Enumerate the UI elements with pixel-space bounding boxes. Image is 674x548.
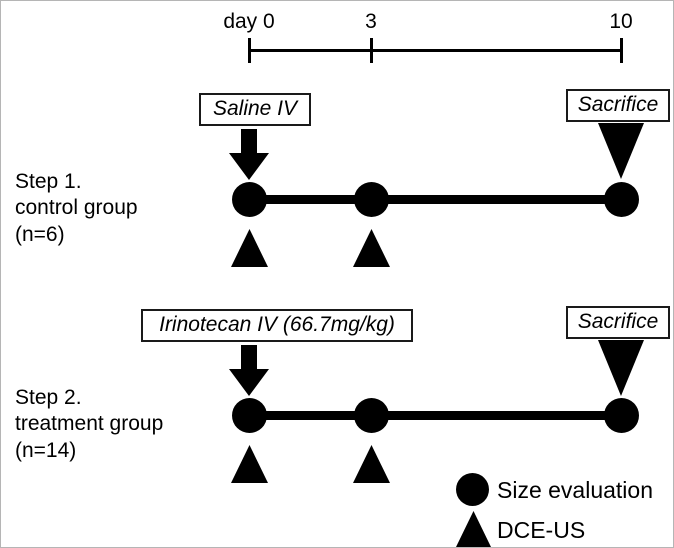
marker-size-evaluation-step2-day3: [354, 398, 389, 433]
timeline-line-step2: [249, 411, 621, 420]
legend-circle-icon: [456, 473, 489, 506]
axis-tick-label-day0: day 0: [223, 10, 275, 33]
marker-dce-us-step1-day0: [231, 229, 268, 267]
marker-size-evaluation-step1-day0: [232, 182, 267, 217]
marker-size-evaluation-step2-day10: [604, 398, 639, 433]
legend-triangle-icon: [456, 511, 491, 547]
group-label-step1-line3: (n=6): [15, 222, 65, 246]
callout-sacrifice-step2: Sacrifice: [566, 306, 670, 340]
marker-dce-us-step1-day3: [353, 229, 390, 267]
callout-sacrifice-step1: Sacrifice: [566, 89, 670, 123]
axis-tick-10: [620, 38, 623, 63]
axis-tick-3: [370, 38, 373, 63]
marker-size-evaluation-step1-day3: [354, 182, 389, 217]
arrow-down-irinotecan-iv: [228, 345, 270, 397]
group-label-step1-line2: control group: [15, 196, 138, 220]
axis-tick-day0: [248, 38, 251, 63]
triangle-down-sacrifice-step2: [598, 340, 644, 396]
triangle-down-sacrifice-step1: [598, 123, 644, 179]
marker-dce-us-step2-day0: [231, 445, 268, 483]
marker-size-evaluation-step1-day10: [604, 182, 639, 217]
group-label-step2-line3: (n=14): [15, 438, 77, 462]
callout-irinotecan-iv: Irinotecan IV (66.7mg/kg): [141, 309, 413, 343]
legend: Size evaluation DCE-US: [456, 469, 671, 547]
axis-line: [249, 49, 621, 52]
marker-dce-us-step2-day3: [353, 445, 390, 483]
legend-label-size-evaluation: Size evaluation: [497, 477, 653, 503]
group-label-step2: Step 2. treatment group (n=14): [15, 385, 163, 464]
group-label-step2-line1: Step 2.: [15, 386, 82, 409]
timeline-axis: day 0 3 10: [1, 1, 673, 71]
legend-label-dce-us: DCE-US: [497, 517, 586, 543]
group-label-step2-line2: treatment group: [15, 412, 164, 436]
marker-size-evaluation-step2-day0: [232, 398, 267, 433]
axis-tick-label-10: 10: [609, 10, 633, 33]
group-label-step1-line1: Step 1.: [15, 170, 82, 193]
timeline-line-step1: [249, 195, 621, 204]
axis-tick-label-3: 3: [365, 10, 377, 33]
arrow-down-saline-iv: [228, 129, 270, 181]
group-label-step1: Step 1. control group (n=6): [15, 169, 138, 248]
callout-saline-iv: Saline IV: [199, 93, 311, 127]
